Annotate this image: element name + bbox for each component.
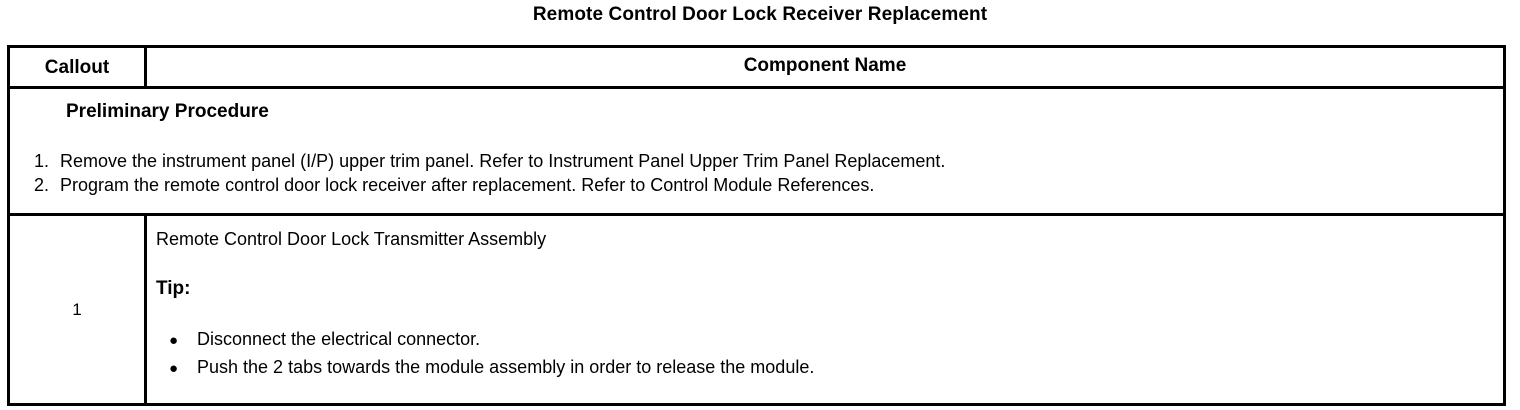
table-header-row: Callout Component Name [10,48,1503,89]
component-name-text: Remote Control Door Lock Transmitter Ass… [156,229,547,249]
list-item: ● Push the 2 tabs towards the module ass… [169,354,814,382]
tip-text: Push the 2 tabs towards the module assem… [197,357,815,377]
header-cell-callout: Callout [10,48,147,86]
list-item: 2. Program the remote control door lock … [26,173,945,197]
component-description-cell: Remote Control Door Lock Transmitter Ass… [147,216,1503,403]
header-label-component-name: Component Name [743,55,907,76]
table-row: 1 Remote Control Door Lock Transmitter A… [10,216,1503,403]
tip-text: Disconnect the electrical connector. [197,329,481,349]
preliminary-procedure-heading: Preliminary Procedure [66,101,269,122]
preliminary-procedure-row: Preliminary Procedure 1. Remove the inst… [10,89,1503,216]
bullet-icon: ● [169,360,179,377]
list-item: 1. Remove the instrument panel (I/P) upp… [26,149,945,173]
step-number: 2. [33,175,49,195]
step-number: 1. [33,151,49,171]
tip-heading: Tip: [156,278,191,299]
callout-number-cell: 1 [10,216,147,403]
list-item: ● Disconnect the electrical connector. [169,326,814,354]
header-cell-component-name: Component Name [147,48,1503,86]
preliminary-steps-list: 1. Remove the instrument panel (I/P) upp… [26,149,945,197]
preliminary-procedure-cell: Preliminary Procedure 1. Remove the inst… [10,89,1503,213]
step-text: Program the remote control door lock rec… [60,175,875,195]
tip-bullet-list: ● Disconnect the electrical connector. ●… [169,326,814,382]
component-table: Callout Component Name Preliminary Proce… [7,45,1506,406]
callout-number: 1 [72,299,82,319]
step-text: Remove the instrument panel (I/P) upper … [60,151,946,171]
page-title: Remote Control Door Lock Receiver Replac… [532,4,988,25]
bullet-icon: ● [169,332,179,349]
header-label-callout: Callout [44,56,110,78]
